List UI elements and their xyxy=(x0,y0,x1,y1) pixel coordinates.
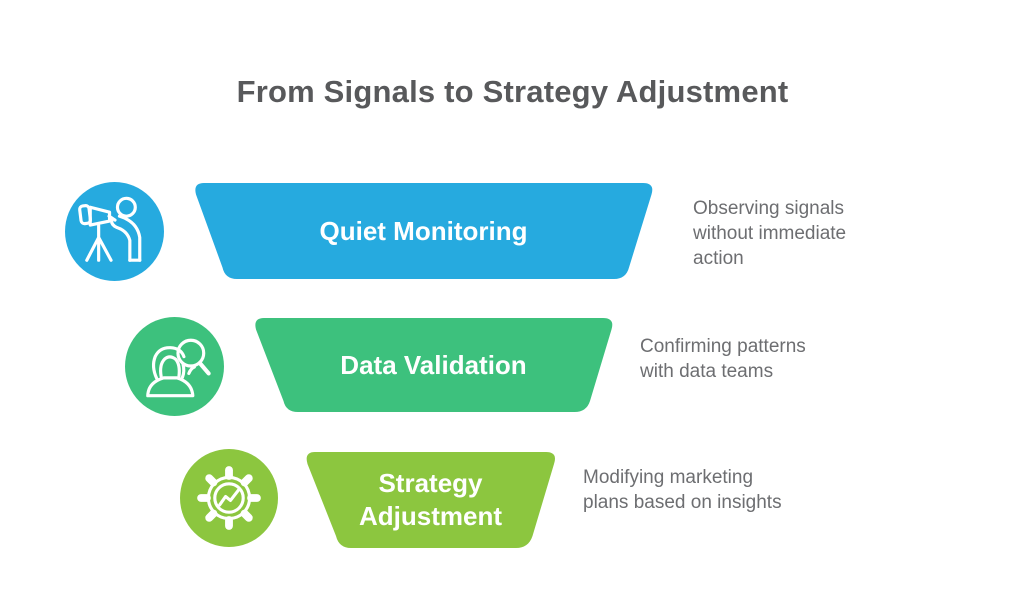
page-title: From Signals to Strategy Adjustment xyxy=(236,74,789,109)
stage-label: Strategy Adjustment xyxy=(359,468,502,531)
stage-description: Modifying marketing plans based on insig… xyxy=(583,467,782,513)
funnel-band-3 xyxy=(306,452,555,548)
funnel-band-2 xyxy=(255,318,613,412)
telescope-observer-icon xyxy=(65,182,164,281)
gear-chart-icon xyxy=(180,449,278,547)
analyst-magnifier-icon xyxy=(125,317,224,416)
stage-label: Data Validation xyxy=(340,349,527,380)
funnel-band-1 xyxy=(195,183,653,279)
stage-description: Confirming patterns with data teams xyxy=(640,336,806,382)
stage-description: Observing signals without immediate acti… xyxy=(693,198,847,269)
stage-label: Quiet Monitoring xyxy=(319,215,528,246)
